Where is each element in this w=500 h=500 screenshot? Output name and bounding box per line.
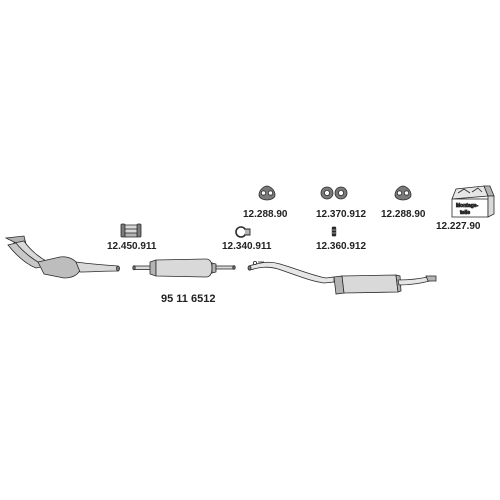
part-number-clamp: 12.450.911 [107, 241, 157, 252]
clamp-icon [120, 223, 142, 238]
part-number-rubber-hanger-1: 12.288.90 [243, 209, 288, 220]
rubber-hanger-icon [394, 185, 412, 201]
rubber-hanger-pair-icon [320, 186, 348, 200]
part-number-clamp-ring: 12.340.911 [222, 241, 272, 252]
middle-silencer [132, 258, 236, 278]
part-number-rubber-hanger-pair: 12.370.912 [316, 209, 367, 220]
part-number-rubber-hanger-2: 12.288.90 [381, 209, 426, 220]
bolt-icon [331, 226, 337, 237]
part-number-bolt: 12.360.912 [316, 241, 367, 252]
rubber-hanger-icon [258, 185, 276, 201]
box-label-line-2: teile [460, 210, 470, 216]
part-number-mounting-kit: 12.227.90 [436, 221, 481, 232]
box-label-line-1: Montage- [456, 203, 479, 209]
rear-silencer [247, 260, 437, 295]
part-number-middle-silencer: 95 11 6512 [161, 293, 216, 305]
clamp-ring-icon [235, 226, 251, 238]
mounting-kit-box-icon: Montage- teile [451, 185, 495, 218]
front-pipe-catalyst [4, 235, 120, 279]
